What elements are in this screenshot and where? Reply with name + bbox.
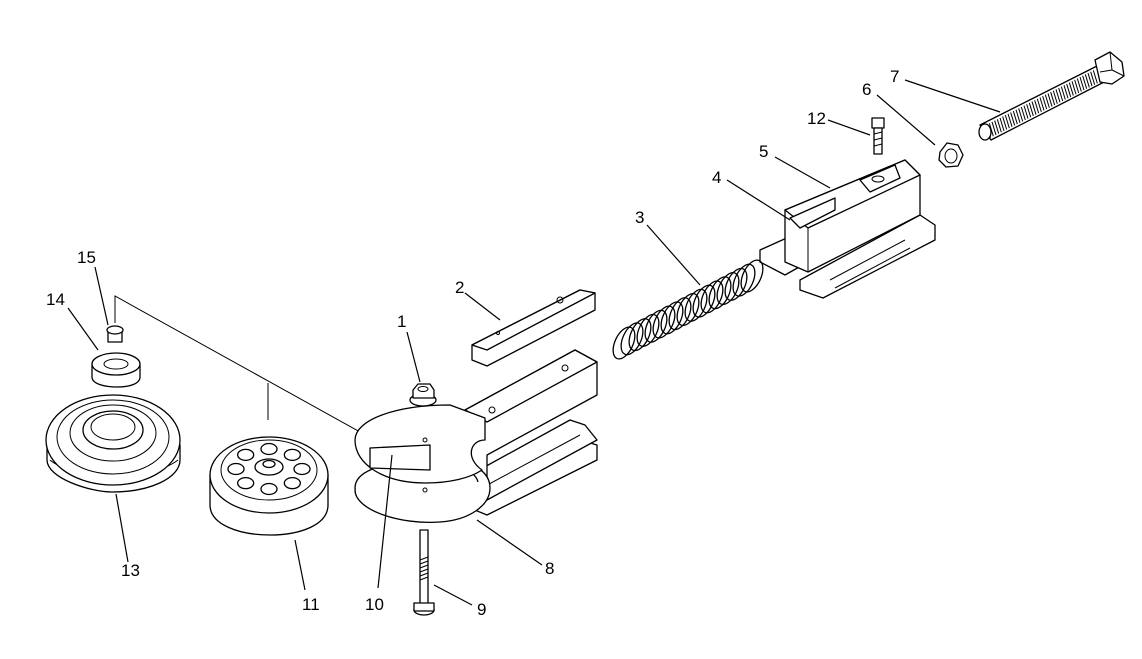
callout-6: 6: [862, 80, 871, 99]
callout-2: 2: [455, 278, 464, 297]
callout-8: 8: [545, 559, 554, 578]
assembly-axis-lines: [114, 295, 426, 469]
part-2-channel-bracket: [471, 289, 596, 367]
part-11-flat-idler-pulley: [209, 436, 329, 536]
part-1-flange-nut: [409, 383, 437, 407]
callout-4: 4: [712, 168, 721, 187]
callout-12: 12: [807, 109, 826, 128]
callout-3: 3: [635, 208, 644, 227]
callout-1: 1: [397, 312, 406, 331]
part-7-threaded-bolt: [978, 51, 1125, 141]
callout-labels: 1 2 3 4 5 6 7 8 9 10 11 12 13 14 15: [46, 67, 899, 619]
part-15-bushing: [106, 325, 124, 343]
callout-7: 7: [890, 67, 899, 86]
callout-13: 13: [121, 561, 140, 580]
part-4-5-tensioner-housing: [759, 159, 936, 299]
part-3-compression-spring: [612, 259, 764, 360]
callout-11: 11: [302, 595, 320, 614]
part-14-bearing: [91, 352, 141, 388]
part-9-shoulder-bolt: [413, 529, 435, 616]
part-6-hex-nut: [938, 142, 964, 168]
part-13-v-belt-pulley: [45, 394, 181, 493]
callout-14: 14: [46, 290, 65, 309]
part-12-cap-screw: [871, 117, 885, 155]
callout-9: 9: [477, 600, 486, 619]
callout-5: 5: [759, 142, 768, 161]
leader-lines: [67, 79, 1001, 606]
callout-15: 15: [77, 248, 96, 267]
callout-10: 10: [365, 595, 384, 614]
idler-arm-assembly: [354, 349, 598, 524]
